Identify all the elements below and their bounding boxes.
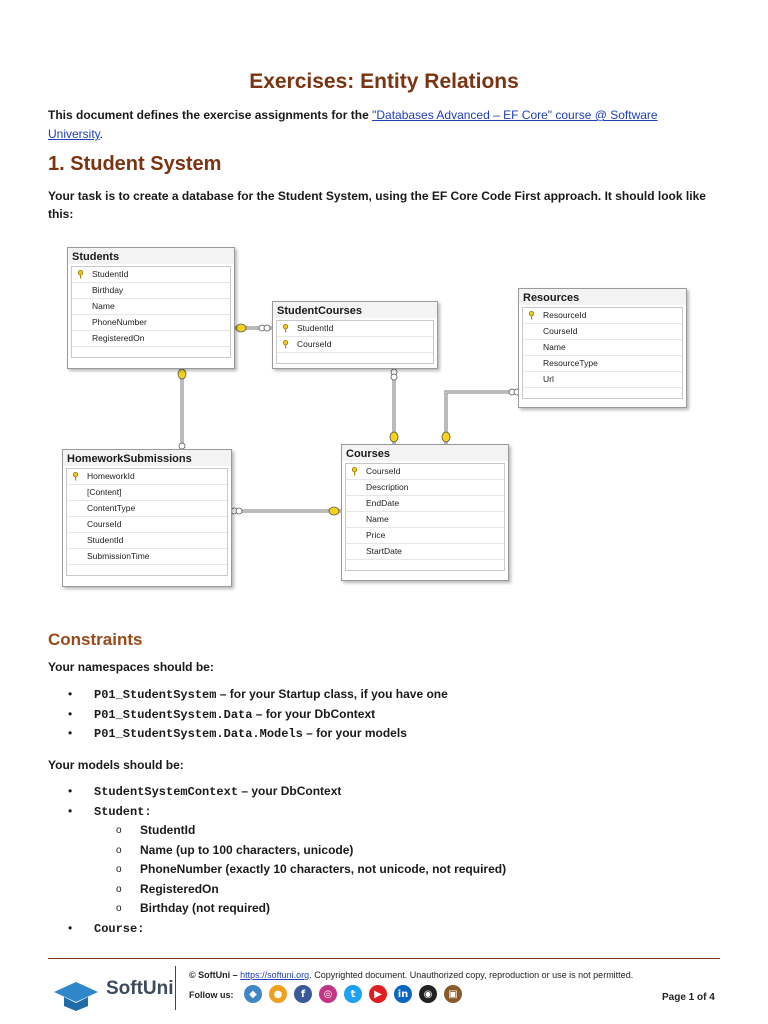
resources-table[interactable]: Resources ResourceId CourseId Name Resou… xyxy=(518,288,687,408)
courses-table[interactable]: Courses CourseId Description EndDate Nam… xyxy=(341,444,509,581)
column-row[interactable]: RegisteredOn xyxy=(72,331,230,347)
column-row[interactable]: Description xyxy=(346,480,504,496)
list-item: P01_StudentSystem – for your Startup cla… xyxy=(48,685,448,705)
column-row[interactable]: [Content] xyxy=(67,485,227,501)
primary-key-icon xyxy=(77,270,84,279)
intro-paragraph: This document defines the exercise assig… xyxy=(48,106,688,144)
facebook-icon[interactable]: f xyxy=(294,985,312,1003)
homework-submissions-table[interactable]: HomeworkSubmissions HomeworkId [Content]… xyxy=(62,449,232,587)
instagram-icon[interactable]: ◎ xyxy=(319,985,337,1003)
student-courses-table[interactable]: StudentCourses StudentId CourseId xyxy=(272,301,438,369)
column-row[interactable]: SubmissionTime xyxy=(67,549,227,565)
column-row[interactable]: ResourceType xyxy=(523,356,682,372)
column-row[interactable]: HomeworkId xyxy=(67,469,227,485)
list-item: StudentSystemContext – your DbContext xyxy=(48,782,506,802)
courses-table-title: Courses xyxy=(342,445,508,461)
list-item: Birthday (not required) xyxy=(48,899,506,919)
list-item: P01_StudentSystem.Data.Models – for your… xyxy=(48,724,448,744)
softuni-url-link[interactable]: https://softuni.org xyxy=(240,970,310,980)
resources-table-title: Resources xyxy=(519,289,686,305)
resources-columns: ResourceId CourseId Name ResourceType Ur… xyxy=(522,307,683,399)
namespaces-intro: Your namespaces should be: xyxy=(48,660,214,674)
students-table[interactable]: Students StudentId Birthday Name PhoneNu… xyxy=(67,247,235,369)
twitter-icon[interactable]: t xyxy=(344,985,362,1003)
column-row[interactable]: StudentId xyxy=(277,321,433,337)
column-row[interactable]: EndDate xyxy=(346,496,504,512)
social-icons: ◆ ● f ◎ t ▶ in ◉ ▣ xyxy=(244,985,462,1003)
list-item: P01_StudentSystem.Data – for your DbCont… xyxy=(48,705,448,725)
footer-divider xyxy=(48,958,720,959)
softuni-ai-icon[interactable]: ● xyxy=(269,985,287,1003)
column-row[interactable]: Url xyxy=(523,372,682,388)
column-row[interactable]: Name xyxy=(72,299,230,315)
column-row[interactable]: CourseId xyxy=(346,464,504,480)
primary-key-icon xyxy=(528,311,535,320)
list-item: PhoneNumber (exactly 10 characters, not … xyxy=(48,860,506,880)
softuni-logo-icon xyxy=(54,982,98,1011)
student-courses-table-title: StudentCourses xyxy=(273,302,437,318)
column-row[interactable]: ContentType xyxy=(67,501,227,517)
column-row[interactable]: CourseId xyxy=(277,337,433,353)
primary-key-icon xyxy=(282,324,289,333)
column-row[interactable]: StudentId xyxy=(72,267,230,283)
discord-icon[interactable]: ▣ xyxy=(444,985,462,1003)
courses-columns: CourseId Description EndDate Name Price … xyxy=(345,463,505,571)
column-row[interactable]: StudentId xyxy=(67,533,227,549)
student-courses-columns: StudentId CourseId xyxy=(276,320,434,364)
page-number: Page 1 of 4 xyxy=(662,992,715,1003)
follow-us-label: Follow us: xyxy=(189,990,234,1000)
column-row[interactable]: PhoneNumber xyxy=(72,315,230,331)
column-row[interactable]: Birthday xyxy=(72,283,230,299)
linkedin-icon[interactable]: in xyxy=(394,985,412,1003)
students-columns: StudentId Birthday Name PhoneNumber Regi… xyxy=(71,266,231,358)
column-row[interactable]: CourseId xyxy=(523,324,682,340)
softuni-icon[interactable]: ◆ xyxy=(244,985,262,1003)
github-icon[interactable]: ◉ xyxy=(419,985,437,1003)
footer-separator xyxy=(175,966,176,1010)
primary-key-icon xyxy=(72,472,79,481)
homework-submissions-columns: HomeworkId [Content] ContentType CourseI… xyxy=(66,468,228,576)
primary-key-icon xyxy=(351,467,358,476)
list-item: Student: xyxy=(48,802,506,822)
constraints-heading: Constraints xyxy=(48,630,143,649)
column-row[interactable]: Name xyxy=(346,512,504,528)
list-item: Course: xyxy=(48,919,506,939)
intro-suffix: . xyxy=(99,127,104,141)
list-item: StudentId xyxy=(48,821,506,841)
course-link[interactable]: "Databases Advanced – EF Core" course @ … xyxy=(48,108,658,141)
column-row[interactable]: ResourceId xyxy=(523,308,682,324)
intro-prefix: This document defines the exercise assig… xyxy=(48,108,373,122)
column-row[interactable]: CourseId xyxy=(67,517,227,533)
models-list: StudentSystemContext – your DbContext St… xyxy=(48,782,506,938)
section-heading-student-system: 1. Student System xyxy=(48,153,222,175)
students-table-title: Students xyxy=(68,248,234,264)
youtube-icon[interactable]: ▶ xyxy=(369,985,387,1003)
softuni-logo-text: SoftUni xyxy=(106,978,174,999)
column-row[interactable]: Price xyxy=(346,528,504,544)
page-title: Exercises: Entity Relations xyxy=(249,70,519,93)
homework-submissions-table-title: HomeworkSubmissions xyxy=(63,450,231,466)
list-item: RegisteredOn xyxy=(48,880,506,900)
models-intro: Your models should be: xyxy=(48,758,184,772)
task-paragraph: Your task is to create a database for th… xyxy=(48,189,706,221)
list-item: Name (up to 100 characters, unicode) xyxy=(48,841,506,861)
column-row[interactable]: Name xyxy=(523,340,682,356)
namespaces-list: P01_StudentSystem – for your Startup cla… xyxy=(48,685,448,744)
primary-key-icon xyxy=(282,340,289,349)
copyright-notice: © SoftUni – https://softuni.org. Copyrig… xyxy=(189,970,634,980)
column-row[interactable]: StartDate xyxy=(346,544,504,560)
